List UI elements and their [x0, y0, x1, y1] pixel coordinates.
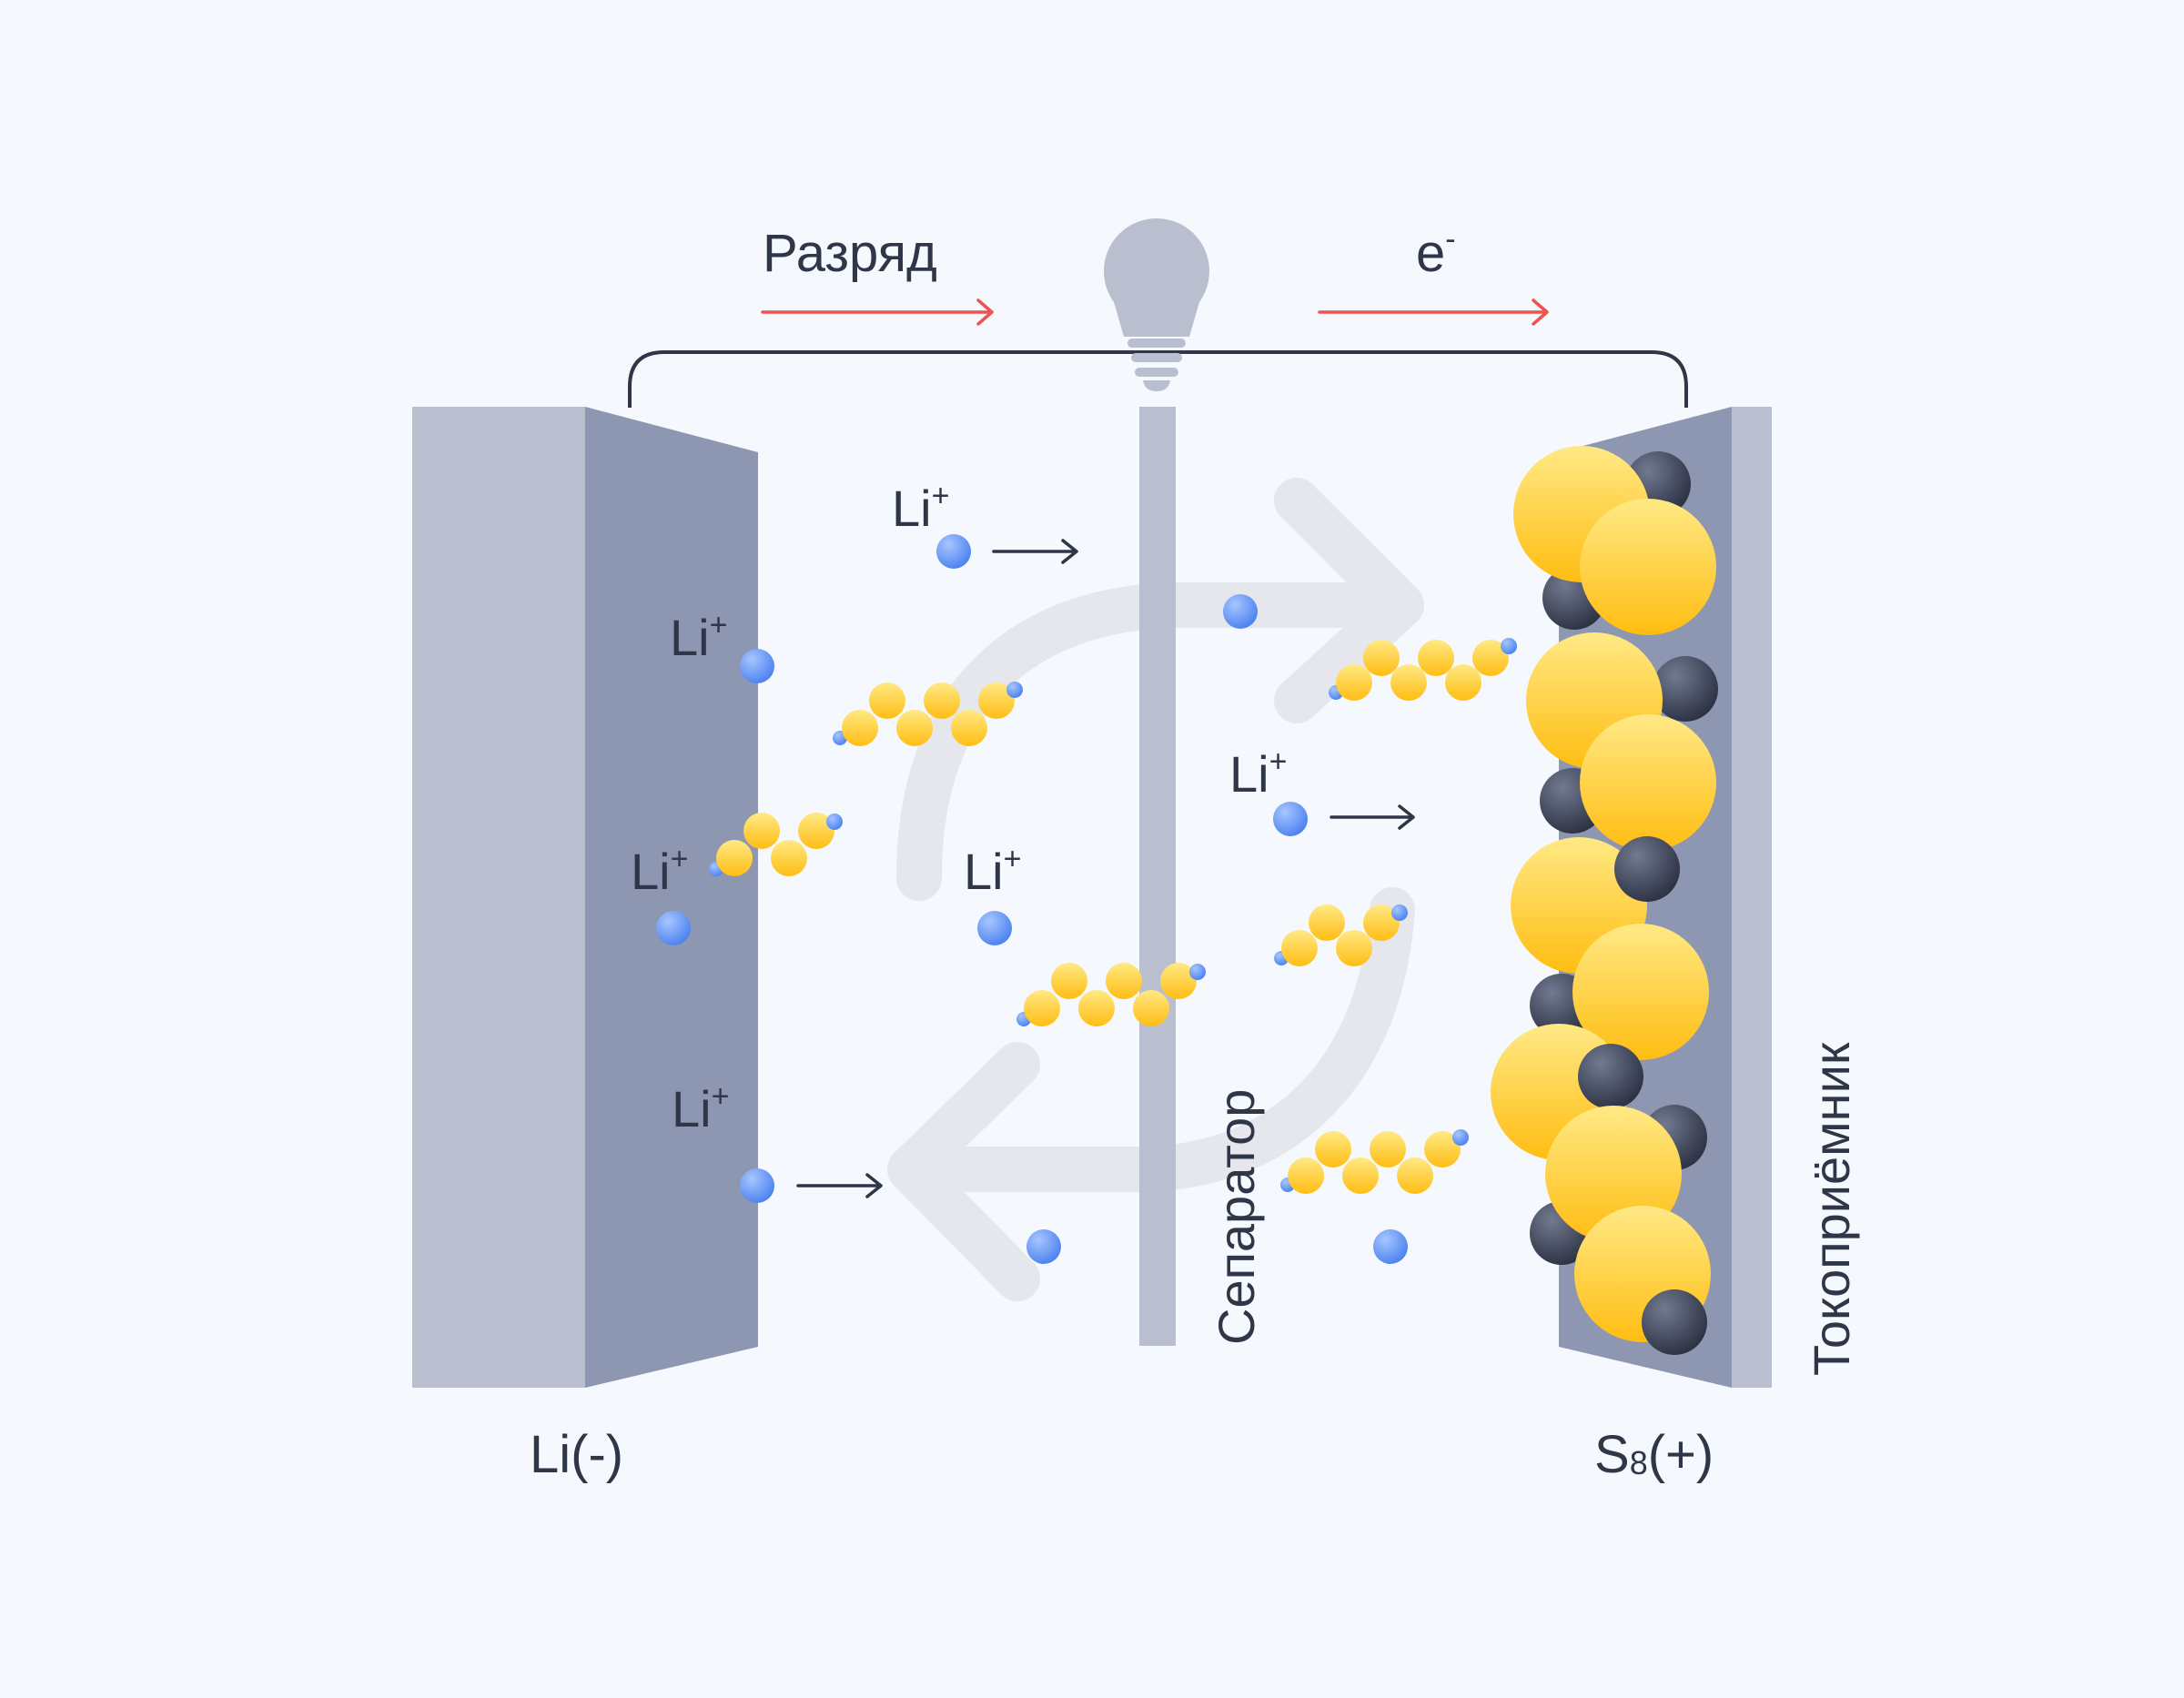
light-bulb-icon	[1104, 218, 1209, 391]
li-ion-label-text: Li	[670, 609, 710, 666]
li-ion-label: Li+	[631, 842, 688, 900]
li-ion-label: Li+	[964, 842, 1021, 900]
polysulfide-chain	[709, 813, 843, 876]
cathode-label: S8(+)	[1594, 1425, 1714, 1484]
separator	[1139, 407, 1176, 1346]
electron-label: e-	[1416, 222, 1456, 283]
electron-charge: -	[1445, 222, 1455, 257]
cathode-particles	[1491, 446, 1718, 1355]
li-ion-label-text: Li	[631, 843, 671, 900]
sulfur-particle	[1580, 714, 1716, 851]
lithium-ions	[656, 534, 1408, 1264]
polysulfide-chain	[1274, 905, 1408, 966]
carbon-particle	[1653, 656, 1718, 722]
polysulfide-chain	[1329, 638, 1517, 701]
li-ion-label-text: Li	[892, 480, 932, 537]
discharge-label: Разряд	[763, 224, 937, 283]
li-ion	[1373, 1229, 1408, 1264]
li-ion-label-charge: +	[710, 608, 728, 642]
li-ion-label-charge: +	[712, 1079, 730, 1114]
polysulfide-chain	[1280, 1129, 1469, 1194]
li-ion	[740, 649, 774, 683]
anode-label: Li(-)	[530, 1425, 623, 1484]
anode-electrode	[412, 407, 758, 1388]
polysulfide-chain	[1016, 963, 1206, 1026]
li-ion-label: Li+	[672, 1079, 729, 1137]
li-ion	[1223, 594, 1258, 629]
sulfur-particle	[1580, 499, 1716, 635]
li-ion-label-text: Li	[672, 1080, 712, 1137]
carbon-particle	[1614, 836, 1680, 902]
li-ion	[656, 911, 691, 945]
li-ion-label-charge: +	[1269, 744, 1288, 779]
li-ion	[1273, 802, 1308, 836]
electron-symbol: e	[1416, 224, 1445, 283]
external-circuit-wire	[628, 350, 1688, 408]
li-ion	[1026, 1229, 1061, 1264]
li-ion-label-charge: +	[671, 842, 689, 876]
cycle-arrows-icon	[887, 478, 1424, 1301]
polysulfide-chain	[833, 682, 1023, 746]
li-ion-label-text: Li	[964, 843, 1004, 900]
carbon-particle	[1642, 1289, 1707, 1355]
sulfur-particle	[1572, 924, 1709, 1060]
li-ion	[936, 534, 971, 569]
li-ion-label-text: Li	[1229, 745, 1269, 803]
li-ion-label: Li+	[1229, 744, 1287, 803]
cathode-label-suffix: (+)	[1648, 1425, 1714, 1484]
li-ion-label-charge: +	[1004, 842, 1022, 876]
ion-movement-arrows	[796, 539, 1415, 1198]
li-ion-label-charge: +	[932, 479, 950, 513]
cathode-label-sub: 8	[1630, 1444, 1648, 1481]
li-ion-label: Li+	[892, 479, 949, 537]
li-ion-label: Li+	[670, 608, 727, 666]
cathode-label-main: S	[1594, 1425, 1630, 1484]
arrow-right-icon	[761, 298, 1549, 326]
separator-label: Сепаратор	[1208, 1089, 1265, 1345]
li-ion	[977, 911, 1012, 945]
carbon-particle	[1578, 1044, 1643, 1109]
li-ion	[740, 1168, 774, 1203]
current-collector-label: Токоприёмник	[1803, 1042, 1860, 1376]
